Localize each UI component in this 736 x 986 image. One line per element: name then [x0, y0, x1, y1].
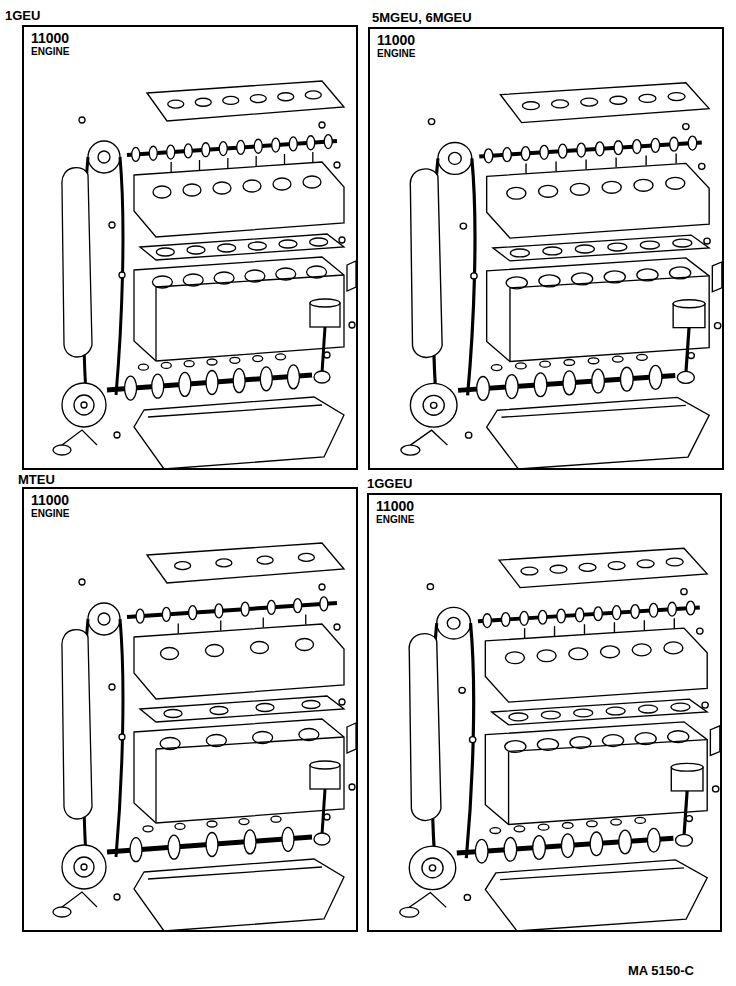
engine-panel: 1GEU 11000ENGINE: [5, 8, 358, 470]
part-tag: 11000ENGINE: [373, 498, 417, 527]
part-number: 11000: [377, 33, 415, 48]
part-number: 11000: [376, 499, 414, 514]
engine-panel: MTEU 11000ENGINE: [18, 472, 358, 932]
panel-frame: 11000ENGINE: [22, 487, 358, 932]
engine-exploded-view: [53, 81, 356, 469]
engine-panel: 5MGEU, 6MGEU 11000ENGINE: [368, 10, 724, 470]
engine-exploded-view: [53, 543, 356, 931]
engine-exploded-view: [401, 83, 722, 469]
engine-panel: 1GGEU 11000ENGINE: [367, 476, 722, 932]
engine-code: 1GGEU: [367, 476, 413, 491]
part-number: 11000: [31, 493, 69, 508]
part-tag: 11000ENGINE: [28, 30, 72, 59]
panel-frame: 11000ENGINE: [22, 25, 358, 470]
part-name: ENGINE: [31, 46, 69, 57]
part-name: ENGINE: [31, 508, 69, 519]
part-name: ENGINE: [377, 48, 415, 59]
part-name: ENGINE: [376, 514, 414, 525]
panel-frame: 11000ENGINE: [368, 27, 724, 470]
panel-frame: 11000ENGINE: [367, 493, 722, 932]
figure-code: MA 5150-C: [628, 963, 694, 978]
part-number: 11000: [31, 31, 69, 46]
engine-code: 5MGEU, 6MGEU: [372, 10, 472, 25]
engine-exploded-view: [400, 548, 720, 931]
part-tag: 11000ENGINE: [374, 32, 418, 61]
engine-code: 1GEU: [5, 8, 40, 23]
part-tag: 11000ENGINE: [28, 492, 72, 521]
engine-code: MTEU: [18, 472, 55, 487]
